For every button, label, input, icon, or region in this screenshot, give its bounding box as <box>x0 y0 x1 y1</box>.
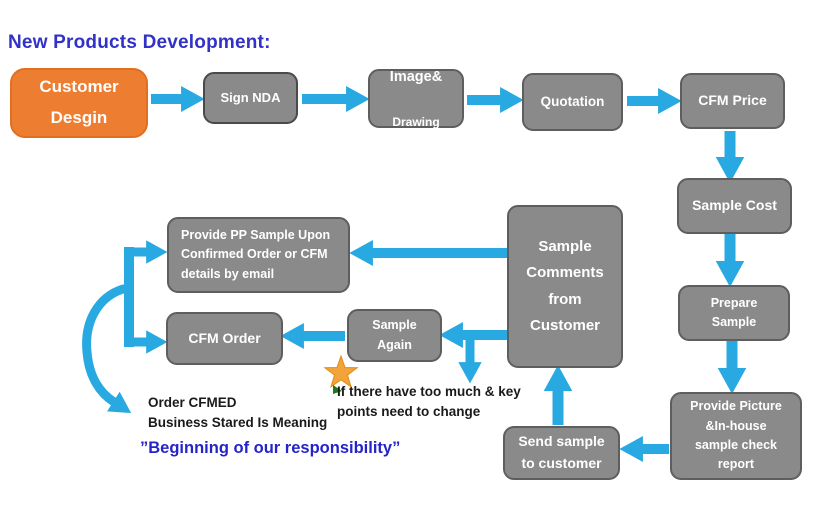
node-send-sample: Send sample to customer <box>503 426 620 480</box>
page-title: New Products Development: <box>8 32 271 53</box>
node-sample-again: Sample Again <box>347 309 442 362</box>
node-image-drawing: Image& Drawing <box>368 68 464 129</box>
node-provide-pp-sample: Provide PP Sample Upon Confirmed Order o… <box>167 217 350 293</box>
node-cfm-order: CFM Order <box>166 312 283 365</box>
node-cfm-price: CFM Price <box>680 73 785 129</box>
node-image-line2: Drawing <box>392 114 440 129</box>
order-cfmed-note: Order CFMED Business Stared Is Meaning <box>148 395 328 431</box>
node-prepare-sample: Prepare Sample <box>678 285 790 341</box>
node-sign-nda: Sign NDA <box>203 72 298 124</box>
curved-arrow-to-order-note <box>82 284 132 414</box>
responsibility-note: ”Beginning of our responsibility” <box>140 439 401 457</box>
node-quotation: Quotation <box>522 73 623 131</box>
node-provide-picture: Provide Picture &In-house sample check r… <box>670 392 802 480</box>
node-sample-cost: Sample Cost <box>677 178 792 234</box>
node-image-line1: Image& <box>389 68 443 85</box>
node-customer-design: Customer Desgin <box>10 68 148 138</box>
change-condition-note: If there have too much & key points need… <box>337 384 521 420</box>
node-sample-comments: Sample Comments from Customer <box>507 205 623 368</box>
